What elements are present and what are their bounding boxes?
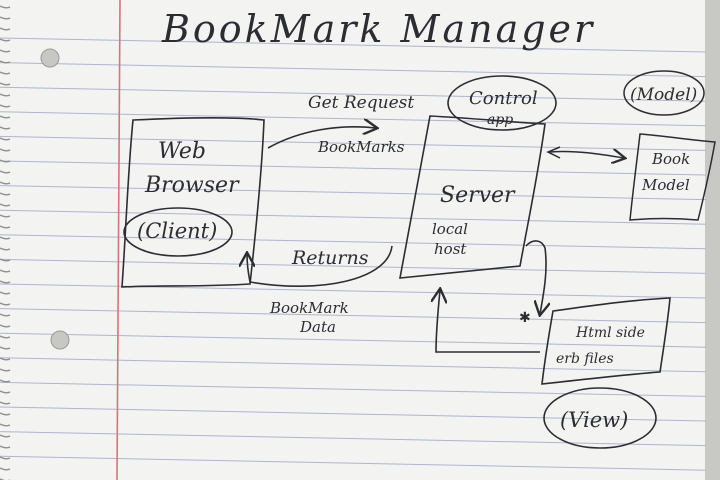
model-box-label-model: Model bbox=[641, 176, 690, 194]
controller-ellipse bbox=[447, 75, 557, 131]
spiral-ring bbox=[0, 247, 11, 251]
binder-hole-top bbox=[40, 48, 60, 68]
margin-line bbox=[116, 0, 121, 480]
spiral-ring bbox=[0, 269, 11, 273]
spiral-ring bbox=[0, 104, 11, 108]
ruled-line bbox=[0, 209, 707, 225]
controller-sublabel: app bbox=[487, 112, 513, 128]
ruled-line bbox=[0, 234, 707, 250]
view-tag-ellipse bbox=[543, 387, 657, 449]
paper-shadow-right bbox=[705, 0, 720, 480]
view-tag-label: (View) bbox=[560, 408, 628, 432]
spiral-ring bbox=[0, 115, 11, 119]
spiral-ring bbox=[0, 379, 11, 383]
spiral-ring bbox=[0, 456, 11, 460]
spiral-ring bbox=[0, 214, 11, 218]
spiral-ring bbox=[0, 423, 11, 427]
ruled-line bbox=[0, 111, 707, 127]
spiral-ring bbox=[0, 335, 11, 339]
server-label: Server bbox=[440, 183, 516, 208]
spiral-ring bbox=[0, 159, 11, 163]
spiral-ring bbox=[0, 258, 11, 262]
spiral-ring bbox=[0, 478, 10, 480]
server-sublabel-host: host bbox=[434, 240, 467, 258]
view-server-arrow bbox=[436, 290, 541, 353]
spiral-ring bbox=[0, 137, 11, 141]
spiral-ring bbox=[0, 170, 11, 174]
server-box bbox=[399, 115, 546, 279]
spiral-ring bbox=[0, 71, 11, 75]
spiral-ring bbox=[0, 60, 11, 64]
spiral-ring bbox=[0, 225, 11, 229]
spiral-ring bbox=[0, 93, 11, 97]
spiral-ring bbox=[0, 181, 11, 185]
spiral-ring bbox=[0, 291, 11, 295]
spiral-ring bbox=[0, 5, 11, 9]
bookmark-data-sublabel: Data bbox=[299, 318, 336, 336]
spiral-ring bbox=[0, 357, 11, 361]
spiral-ring bbox=[0, 324, 11, 328]
bookmark-data-label: BookMark bbox=[269, 299, 349, 317]
view-box bbox=[541, 297, 671, 385]
request-arrow bbox=[267, 127, 376, 149]
browser-box bbox=[121, 116, 265, 288]
model-tag-ellipse bbox=[623, 70, 705, 116]
returns-arrow bbox=[247, 245, 393, 287]
browser-label-web: Web bbox=[158, 139, 206, 164]
request-sublabel: BookMarks bbox=[317, 138, 405, 156]
view-box-label-html: Html side bbox=[575, 325, 645, 341]
ruled-line bbox=[0, 160, 707, 176]
ruled-line bbox=[0, 86, 707, 102]
spiral-ring bbox=[0, 126, 11, 130]
spiral-ring bbox=[0, 236, 11, 240]
binder-hole-middle bbox=[50, 330, 70, 350]
model-box bbox=[629, 133, 716, 221]
cross-mark: ✱ bbox=[519, 310, 531, 326]
diagram-title: BookMark Manager bbox=[161, 7, 595, 51]
browser-label-browser: Browser bbox=[144, 173, 240, 198]
model-box-label-book: Book bbox=[651, 150, 690, 168]
spiral-ring bbox=[0, 302, 11, 306]
spiral-binding bbox=[0, 5, 11, 480]
model-tag-label: (Model) bbox=[630, 85, 697, 105]
ruled-line bbox=[0, 37, 707, 53]
server-model-arrow bbox=[549, 151, 624, 158]
spiral-ring bbox=[0, 27, 11, 31]
ruled-lines bbox=[0, 37, 707, 471]
spiral-ring bbox=[0, 445, 11, 449]
server-sublabel-local: local bbox=[432, 220, 468, 238]
spiral-ring bbox=[0, 467, 11, 471]
server-model-arrow-back bbox=[546, 146, 561, 159]
spiral-ring bbox=[0, 203, 11, 207]
spiral-ring bbox=[0, 49, 11, 53]
view-box-label-erb: erb files bbox=[556, 351, 614, 367]
spiral-ring bbox=[0, 313, 11, 317]
spiral-ring bbox=[0, 280, 11, 284]
ruled-line bbox=[0, 135, 707, 151]
spiral-ring bbox=[0, 16, 11, 20]
spiral-ring bbox=[0, 38, 11, 42]
client-ellipse bbox=[123, 207, 233, 257]
spiral-ring bbox=[0, 368, 11, 372]
spiral-ring bbox=[0, 401, 11, 405]
ruled-line bbox=[0, 62, 707, 78]
ruled-line bbox=[0, 185, 707, 201]
spiral-ring bbox=[0, 434, 11, 438]
server-view-arrow bbox=[525, 240, 546, 314]
spiral-ring bbox=[0, 390, 11, 394]
spiral-ring bbox=[0, 82, 11, 86]
browser-label-client: (Client) bbox=[137, 219, 217, 243]
request-label: Get Request bbox=[308, 93, 414, 113]
spiral-ring bbox=[0, 148, 11, 152]
spiral-ring bbox=[0, 412, 11, 416]
spiral-ring bbox=[0, 346, 11, 350]
controller-label: Control bbox=[469, 88, 538, 109]
spiral-ring bbox=[0, 192, 11, 196]
returns-label: Returns bbox=[291, 247, 369, 269]
